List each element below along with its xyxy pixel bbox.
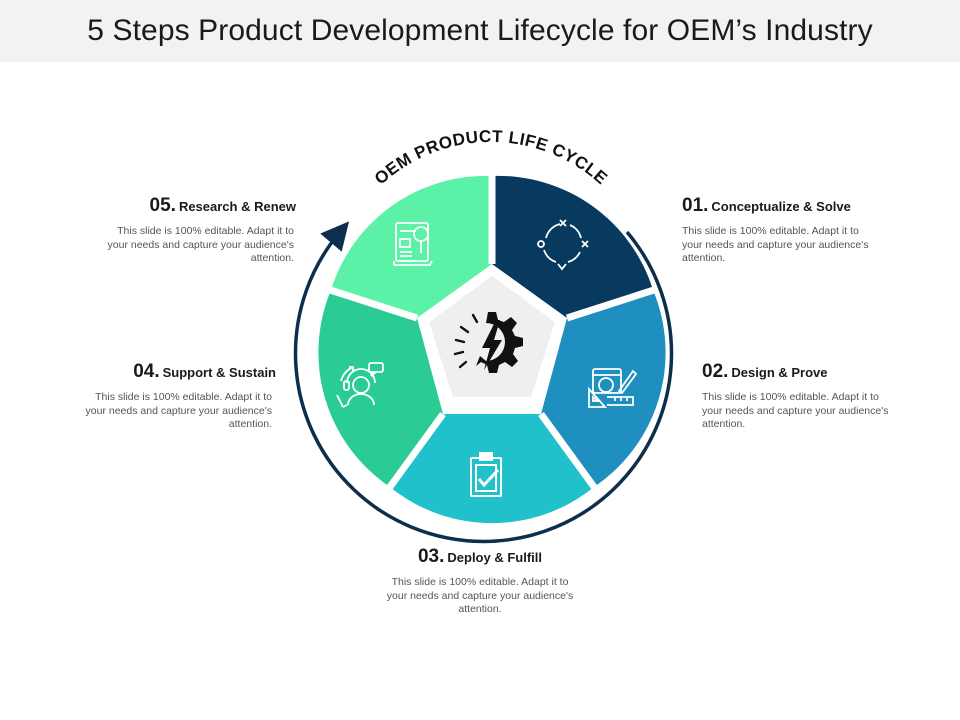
title-bar: 5 Steps Product Development Lifecycle fo… bbox=[0, 0, 960, 62]
segment-04 bbox=[318, 290, 443, 487]
design-tools-icon bbox=[588, 368, 638, 408]
customer-support-icon bbox=[336, 362, 384, 408]
step-02-description: This slide is 100% editable. Adapt it to… bbox=[702, 391, 889, 430]
step-03-number: 03. bbox=[417, 546, 445, 567]
step-01-label: Conceptualize & Solve bbox=[711, 199, 851, 214]
step-03-heading: 03.Deploy & Fulfill bbox=[380, 546, 580, 568]
step-02-heading: 02.Design & Prove bbox=[702, 361, 902, 383]
step-03: 03.Deploy & Fulfill This slide is 100% e… bbox=[380, 546, 580, 617]
page-title: 5 Steps Product Development Lifecycle fo… bbox=[87, 14, 873, 47]
step-05-label: Research & Renew bbox=[178, 199, 296, 214]
step-02-label: Design & Prove bbox=[731, 365, 828, 380]
segment-02 bbox=[541, 290, 666, 487]
segment-03 bbox=[390, 414, 594, 524]
step-02: 02.Design & Prove This slide is 100% edi… bbox=[702, 361, 902, 432]
concept-cycle-icon bbox=[537, 219, 589, 271]
cycle-ring-right bbox=[293, 221, 674, 544]
step-01-heading: 01.Conceptualize & Solve bbox=[682, 195, 882, 217]
segment-01 bbox=[492, 175, 653, 318]
step-04-number: 04. bbox=[133, 361, 160, 382]
step-04: 04.Support & Sustain This slide is 100% … bbox=[76, 361, 276, 432]
segment-05 bbox=[331, 175, 492, 318]
step-01: 01.Conceptualize & Solve This slide is 1… bbox=[682, 195, 882, 266]
step-03-description: This slide is 100% editable. Adapt it to… bbox=[386, 576, 574, 615]
step-03-label: Deploy & Fulfill bbox=[447, 550, 543, 565]
research-document-icon bbox=[393, 222, 433, 266]
clipboard-check-icon bbox=[470, 452, 502, 497]
gear-speed-icon bbox=[453, 312, 523, 373]
step-05-number: 05. bbox=[149, 195, 176, 216]
step-04-label: Support & Sustain bbox=[162, 365, 276, 380]
step-04-heading: 04.Support & Sustain bbox=[76, 361, 276, 383]
step-05-description: This slide is 100% editable. Adapt it to… bbox=[107, 225, 294, 264]
step-04-description: This slide is 100% editable. Adapt it to… bbox=[85, 391, 272, 430]
step-01-description: This slide is 100% editable. Adapt it to… bbox=[682, 225, 869, 264]
step-05: 05.Research & Renew This slide is 100% e… bbox=[96, 195, 296, 266]
step-02-number: 02. bbox=[702, 361, 729, 382]
step-01-number: 01. bbox=[682, 195, 709, 216]
step-05-heading: 05.Research & Renew bbox=[96, 195, 296, 217]
